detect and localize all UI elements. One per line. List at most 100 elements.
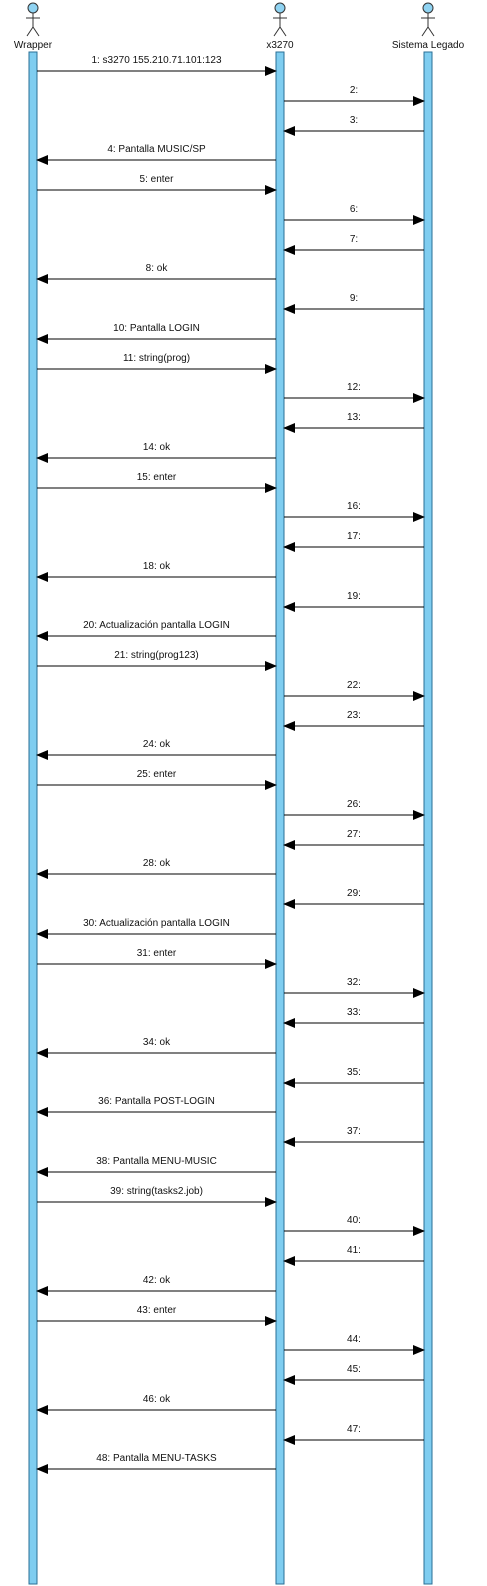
message-label: 26: [347, 799, 361, 810]
message-label: 45: [347, 1364, 361, 1375]
message: 39: string(tasks2.job) [37, 1186, 277, 1207]
actor-name: Sistema Legado [392, 40, 465, 51]
message: 35: [283, 1067, 424, 1088]
message-label: 35: [347, 1067, 361, 1078]
actor-head-icon [422, 2, 434, 14]
message-label: 42: ok [143, 1275, 171, 1286]
message-label: 46: ok [143, 1394, 171, 1405]
message: 22: [284, 680, 425, 701]
actor-body-icon [273, 13, 287, 37]
message-label: 3: [350, 115, 358, 126]
actor-body-icon [421, 13, 435, 37]
message: 15: enter [37, 472, 277, 493]
message-label: 27: [347, 829, 361, 840]
message: 32: [284, 977, 425, 998]
message-label: 4: Pantalla MUSIC/SP [107, 144, 206, 155]
message-label: 2: [350, 85, 358, 96]
message-label: 16: [347, 501, 361, 512]
message-label: 20: Actualización pantalla LOGIN [83, 620, 230, 631]
message: 9: [283, 293, 424, 314]
message: 41: [283, 1245, 424, 1266]
message-label: 23: [347, 710, 361, 721]
message: 30: Actualización pantalla LOGIN [36, 918, 276, 939]
message: 27: [283, 829, 424, 850]
message-label: 8: ok [146, 263, 169, 274]
message-label: 1: s3270 155.210.71.101:123 [91, 55, 222, 66]
actor-wrapper: Wrapper [14, 2, 53, 51]
message-label: 18: ok [143, 561, 171, 572]
message-label: 11: string(prog) [123, 353, 190, 364]
message: 25: enter [37, 769, 277, 790]
message: 28: ok [36, 858, 276, 879]
message-label: 41: [347, 1245, 361, 1256]
message: 29: [283, 888, 424, 909]
message-label: 43: enter [137, 1305, 177, 1316]
message-label: 30: Actualización pantalla LOGIN [83, 918, 230, 929]
message-label: 9: [350, 293, 358, 304]
actor-legacy: Sistema Legado [392, 2, 465, 51]
message: 5: enter [37, 174, 277, 195]
message: 48: Pantalla MENU-TASKS [36, 1453, 276, 1474]
actor-body-icon [26, 13, 40, 37]
message: 38: Pantalla MENU-MUSIC [36, 1156, 276, 1177]
message: 21: string(prog123) [37, 650, 277, 671]
message-label: 14: ok [143, 442, 171, 453]
message: 1: s3270 155.210.71.101:123 [37, 55, 277, 76]
message-label: 38: Pantalla MENU-MUSIC [96, 1156, 217, 1167]
message: 24: ok [36, 739, 276, 760]
lifeline-legacy [423, 51, 433, 1585]
actor-x3270: x3270 [266, 2, 294, 51]
actor-head-icon [274, 2, 286, 14]
message-label: 22: [347, 680, 361, 691]
message: 8: ok [36, 263, 276, 284]
message: 46: ok [36, 1394, 276, 1415]
message-label: 40: [347, 1215, 361, 1226]
message: 37: [283, 1126, 424, 1147]
message: 36: Pantalla POST-LOGIN [36, 1096, 276, 1117]
message: 47: [283, 1424, 424, 1445]
message-label: 19: [347, 591, 361, 602]
message-label: 48: Pantalla MENU-TASKS [96, 1453, 217, 1464]
message-label: 5: enter [140, 174, 175, 185]
message-label: 10: Pantalla LOGIN [113, 323, 200, 334]
lifeline-x3270 [275, 51, 285, 1585]
message-label: 47: [347, 1424, 361, 1435]
message: 40: [284, 1215, 425, 1236]
message: 10: Pantalla LOGIN [36, 323, 276, 344]
message: 33: [283, 1007, 424, 1028]
message: 34: ok [36, 1037, 276, 1058]
message: 43: enter [37, 1305, 277, 1326]
message: 13: [283, 412, 424, 433]
message: 42: ok [36, 1275, 276, 1296]
message-label: 29: [347, 888, 361, 899]
message-label: 21: string(prog123) [114, 650, 199, 661]
message: 45: [283, 1364, 424, 1385]
message: 18: ok [36, 561, 276, 582]
message-label: 44: [347, 1334, 361, 1345]
message: 23: [283, 710, 424, 731]
message-label: 15: enter [137, 472, 177, 483]
actor-name: x3270 [266, 40, 294, 51]
message: 6: [284, 204, 425, 225]
actor-head-icon [27, 2, 39, 14]
message-label: 36: Pantalla POST-LOGIN [98, 1096, 215, 1107]
message-label: 28: ok [143, 858, 171, 869]
message: 2: [284, 85, 425, 106]
message: 44: [284, 1334, 425, 1355]
message: 17: [283, 531, 424, 552]
message-label: 25: enter [137, 769, 177, 780]
message: 14: ok [36, 442, 276, 463]
message: 31: enter [37, 948, 277, 969]
message-label: 12: [347, 382, 361, 393]
message-label: 6: [350, 204, 358, 215]
message-label: 39: string(tasks2.job) [110, 1186, 203, 1197]
message: 16: [284, 501, 425, 522]
message: 4: Pantalla MUSIC/SP [36, 144, 276, 165]
message: 3: [283, 115, 424, 136]
message-label: 34: ok [143, 1037, 171, 1048]
message-label: 31: enter [137, 948, 177, 959]
message: 12: [284, 382, 425, 403]
message: 26: [284, 799, 425, 820]
message-label: 32: [347, 977, 361, 988]
